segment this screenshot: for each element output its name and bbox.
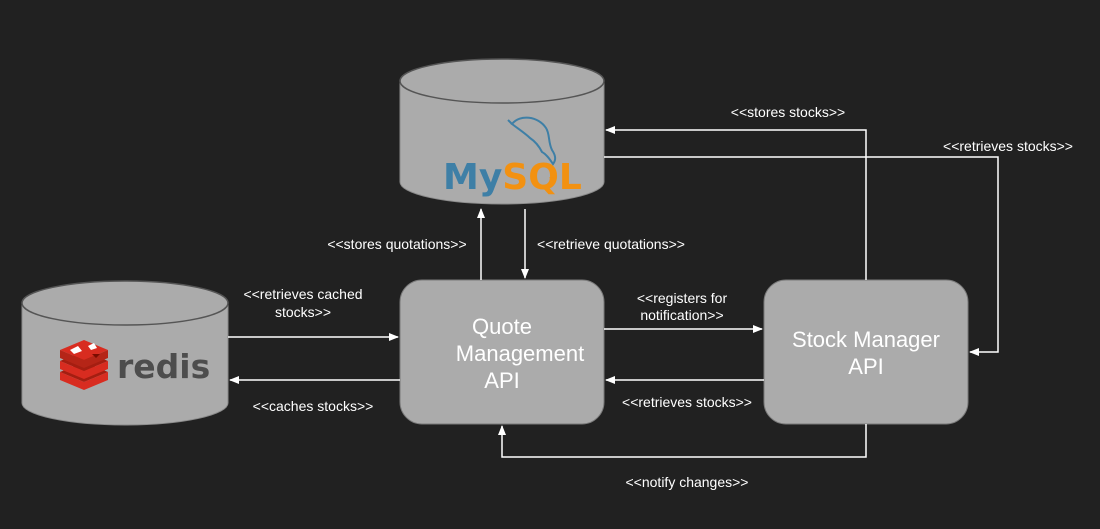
edge-label-stores-stocks: <<stores stocks>> xyxy=(731,104,845,120)
edge-retrieves-stocks-mysql xyxy=(604,156,999,356)
stock-api-label-line2: API xyxy=(848,354,883,379)
redis-cube-icon xyxy=(60,340,108,390)
mysql-logo-sql: SQL xyxy=(502,157,581,198)
edge-label-caches-stocks: <<caches stocks>> xyxy=(253,398,374,414)
stock-api-label-line1: Stock Manager xyxy=(792,327,940,352)
stock-manager-api[interactable]: Stock Manager API xyxy=(763,279,969,425)
edge-label-retrieves-cached-line2: stocks>> xyxy=(275,304,331,320)
quote-api-label-line3: API xyxy=(484,368,519,393)
edge-label-retrieve-quotations: <<retrieve quotations>> xyxy=(537,236,685,252)
edge-label-registers-line1: <<registers for xyxy=(637,290,728,306)
edge-label-stores-quotations: <<stores quotations>> xyxy=(327,236,466,252)
mysql-logo: MySQL xyxy=(443,157,582,198)
mysql-logo-my: My xyxy=(443,157,502,198)
quote-management-api[interactable]: Quote Management API xyxy=(399,279,605,425)
dolphin-icon xyxy=(507,116,557,166)
mysql-trademark: ™ xyxy=(548,176,556,185)
edge-label-retrieves-stocks-api: <<retrieves stocks>> xyxy=(622,394,752,410)
redis-cache[interactable]: redis xyxy=(21,280,229,426)
edge-label-notify-changes: <<notify changes>> xyxy=(626,474,749,490)
edge-stores-stocks xyxy=(605,126,867,280)
redis-logo-text: redis xyxy=(117,347,210,386)
edge-label-retrieves-cached-line1: <<retrieves cached xyxy=(243,286,362,302)
quote-api-label-line2: Management xyxy=(456,341,584,366)
edge-label-registers-line2: notification>> xyxy=(640,307,723,323)
mysql-database[interactable]: MySQL ™ xyxy=(399,58,605,205)
edge-notify-changes xyxy=(498,424,867,458)
edge-label-retrieves-stocks-mysql: <<retrieves stocks>> xyxy=(943,138,1073,154)
quote-api-label-line1: Quote xyxy=(472,314,532,339)
